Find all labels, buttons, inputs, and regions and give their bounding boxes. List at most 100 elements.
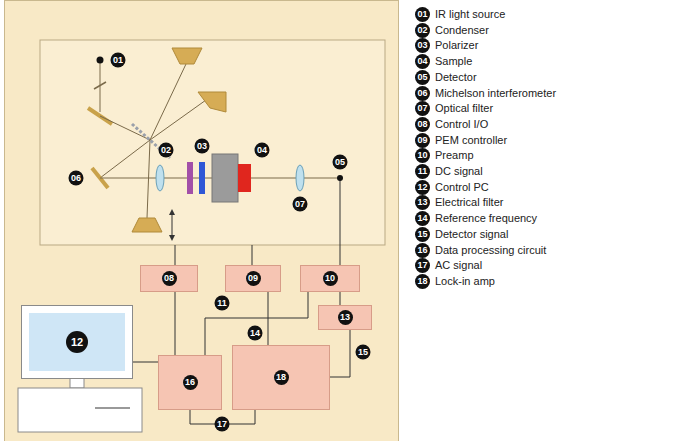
beam (150, 100, 206, 140)
legend-row: 10 Preamp (415, 148, 474, 163)
filter-bar (187, 162, 193, 194)
legend-text: AC signal (435, 259, 482, 272)
callout-number: 15 (356, 345, 371, 360)
data-processing-box: 16 (158, 355, 222, 410)
computer-base (18, 388, 142, 432)
callout-number: 14 (248, 326, 263, 341)
fixed-mirror (172, 48, 202, 64)
legend-text: IR light source (435, 8, 505, 21)
callout-number: 08 (415, 117, 430, 132)
callout-number: 12 (415, 180, 430, 195)
legend-text: Preamp (435, 149, 474, 162)
legend-text: PEM controller (435, 134, 507, 147)
legend-row: 05 Detector (415, 70, 477, 85)
legend-row: 02 Condenser (415, 23, 489, 38)
callout-number: 14 (415, 211, 430, 226)
callout-number: 01 (415, 7, 430, 22)
beam (150, 64, 186, 140)
callout-number: 12 (66, 331, 88, 353)
callout-number: 10 (415, 148, 430, 163)
callout-number: 18 (274, 370, 289, 385)
wire (340, 178, 341, 265)
callout-number: 06 (415, 86, 430, 101)
legend-row: 14 Reference frequency (415, 211, 537, 226)
moving-mirror (132, 218, 162, 232)
legend-text: Control PC (435, 181, 489, 194)
callout-number: 04 (255, 143, 270, 158)
callout-number: 05 (333, 155, 348, 170)
wire (175, 245, 176, 265)
computer-monitor: 12 (22, 306, 132, 378)
legend-row: 01 IR light source (415, 7, 505, 22)
beam (100, 140, 150, 178)
legend-text: Control I/O (435, 118, 488, 131)
legend-text: Optical filter (435, 102, 493, 115)
legend-text: Condenser (435, 24, 489, 37)
callout-number: 11 (415, 164, 430, 179)
callout-number: 02 (159, 143, 174, 158)
sample-block (238, 164, 251, 192)
monitor-neck (70, 378, 84, 388)
callout-number: 13 (415, 195, 430, 210)
legend-text: Electrical filter (435, 196, 503, 209)
callout-number: 07 (293, 197, 308, 212)
callout-number: 05 (415, 70, 430, 85)
signal-wire (175, 292, 176, 355)
callout-number: 11 (215, 296, 230, 311)
motion-arrow (169, 209, 175, 215)
beam (147, 140, 150, 218)
polarizer-bar (199, 162, 205, 194)
legend-text: DC signal (435, 165, 483, 178)
legend-row: 08 Control I/O (415, 117, 488, 132)
legend-text: Michelson interferometer (435, 87, 556, 100)
callout-number: 13 (338, 310, 353, 325)
callout-number: 17 (215, 417, 230, 432)
legend-row: 03Polarizer (415, 38, 478, 53)
legend-row: 17 AC signal (415, 258, 482, 273)
legend-row: 09 PEM controller (415, 133, 507, 148)
legend-row: 07 Optical filter (415, 101, 493, 116)
callout-number: 17 (415, 258, 430, 273)
drive-slot (95, 407, 130, 409)
callout-number: 01 (111, 53, 126, 68)
motion-arrow (172, 212, 173, 238)
legend-row: 15 Detector signal (415, 227, 508, 242)
callout-number: 10 (323, 271, 338, 286)
pem-controller-box: 09 (225, 265, 281, 292)
callout-number: 09 (415, 133, 430, 148)
legend-text: Detector signal (435, 228, 508, 241)
source-dot (97, 57, 104, 64)
legend-text: Lock-in amp (435, 275, 495, 288)
callout-number: 03 (415, 38, 430, 53)
callout-number: 04 (415, 54, 430, 69)
wire (252, 245, 253, 265)
optics-frame (40, 40, 385, 245)
signal-wire (132, 362, 158, 363)
legend-text: Reference frequency (435, 212, 537, 225)
fixed-mirror (198, 92, 226, 112)
callout-number: 07 (415, 101, 430, 116)
legend-row: 13 Electrical filter (415, 195, 503, 210)
callout-number: 02 (415, 23, 430, 38)
electrical-filter-box: 13 (318, 305, 372, 330)
legend-text: Detector (435, 71, 477, 84)
control-io-box: 08 (140, 265, 198, 292)
legend-row: 18 Lock-in amp (415, 274, 495, 289)
callout-number: 16 (183, 375, 198, 390)
condenser-lens (156, 165, 164, 191)
legend-row: 11 DC signal (415, 164, 483, 179)
callout-number: 16 (415, 243, 430, 258)
legend-row: 04Sample (415, 54, 472, 69)
callout-number: 08 (162, 271, 177, 286)
callout-number: 03 (195, 139, 210, 154)
callout-number: 15 (415, 227, 430, 242)
legend-row: 06 Michelson interferometer (415, 86, 556, 101)
callout-number: 18 (415, 274, 430, 289)
sample-block (212, 154, 238, 202)
preamp-box: 10 (300, 265, 360, 292)
signal-wire (340, 292, 341, 305)
signal-wire (268, 292, 269, 345)
callout-number: 06 (69, 171, 84, 186)
lock-in-box: 18 (232, 345, 330, 410)
legend-text: Data processing circuit (435, 244, 546, 257)
